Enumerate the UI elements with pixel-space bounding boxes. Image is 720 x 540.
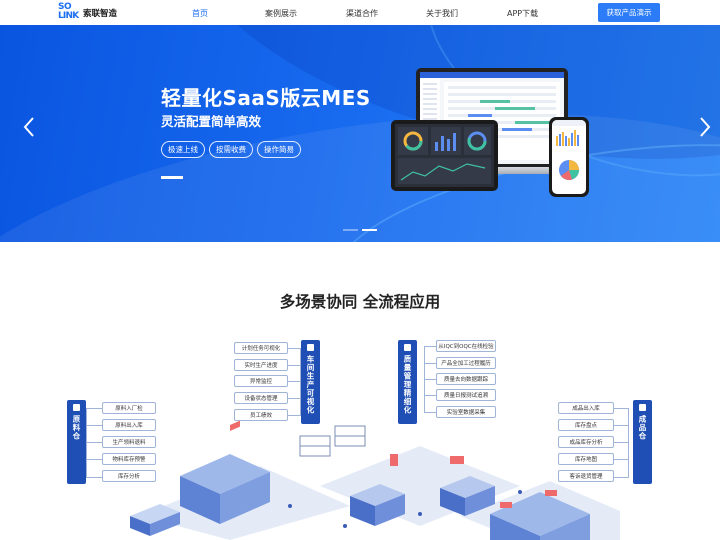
workshop-item: 计划任务可视化 — [234, 342, 288, 354]
section-title: 多场景协同 全流程应用 — [279, 293, 441, 311]
logo-text: 索联智造 — [83, 9, 118, 19]
chevron-right-icon — [700, 117, 711, 137]
hero-tag: 极速上线 — [161, 141, 205, 158]
finished-warehouse-box: 成品仓 — [633, 400, 652, 484]
quality-item: 产品全加工过程履历 — [436, 357, 496, 369]
nav-item-about[interactable]: 关于我们 — [426, 9, 458, 18]
phone-mockup — [549, 117, 589, 197]
workshop-item: 设备状态管理 — [234, 392, 288, 404]
nav-item-channels[interactable]: 渠道合作 — [346, 9, 378, 18]
logo-mark: SO LINK — [58, 2, 80, 22]
connector — [86, 408, 87, 478]
connector — [614, 408, 629, 409]
nav-item-cases[interactable]: 案例展示 — [265, 9, 297, 18]
finished-warehouse-item: 库存地图 — [558, 453, 614, 465]
connector — [424, 363, 436, 364]
raw-warehouse-item: 生产领料退料 — [102, 436, 156, 448]
connector — [86, 408, 102, 409]
warehouse-icon — [73, 404, 80, 411]
hero-underline — [161, 176, 183, 179]
hero-tag: 按需收费 — [209, 141, 253, 158]
quality-box: 质量管理精细化 — [398, 340, 417, 424]
nav-item-home[interactable]: 首页 — [192, 9, 208, 18]
workshop-item: 异常监控 — [234, 375, 288, 387]
logo-mark-bottom: LINK — [58, 11, 79, 21]
raw-warehouse-item: 原料出入库 — [102, 419, 156, 431]
quality-label: 质量管理精细化 — [403, 355, 412, 415]
quality-item: 实验室数据采集 — [436, 406, 496, 418]
hero-subtitle: 灵活配置简单高效 — [161, 114, 262, 129]
connector — [614, 442, 629, 443]
slide-indicators — [343, 229, 377, 231]
chart-icon — [307, 344, 314, 351]
workshop-item: 员工绩效 — [234, 409, 288, 421]
process-diagram: 原料仓 原料入厂检 原料出入库 生产领料退料 物料库存预警 库存分析 计划任务可… — [0, 336, 720, 540]
connector — [614, 425, 629, 426]
workshop-label: 车间生产可视化 — [306, 355, 315, 415]
quality-item: 质量去向数据跟踪 — [436, 373, 496, 385]
box-icon — [639, 404, 646, 411]
connector — [424, 395, 436, 396]
logo[interactable]: SO LINK 索联智造 — [58, 2, 118, 22]
finished-warehouse-item: 客诉退货管理 — [558, 470, 614, 482]
nav-item-app-download[interactable]: APP下载 — [507, 9, 539, 18]
connector — [86, 425, 102, 426]
raw-warehouse-label: 原料仓 — [72, 415, 81, 441]
get-demo-button[interactable]: 获取产品演示 — [598, 3, 660, 22]
tablet-mockup — [391, 120, 498, 191]
connector — [86, 459, 102, 460]
connector — [300, 348, 301, 416]
hero-tag: 操作简易 — [257, 141, 301, 158]
workshop-box: 车间生产可视化 — [301, 340, 320, 424]
shield-icon — [404, 344, 411, 351]
connector — [288, 415, 301, 416]
connector — [288, 365, 301, 366]
hero-banner: 轻量化SaaS版云MES 灵活配置简单高效 极速上线 按需收费 操作简易 — [0, 25, 720, 242]
raw-warehouse-item: 库存分析 — [102, 470, 156, 482]
connector — [628, 408, 629, 478]
connector — [614, 459, 629, 460]
connector — [288, 348, 301, 349]
connector — [424, 412, 436, 413]
connector — [614, 477, 629, 478]
connector — [86, 477, 102, 478]
finished-warehouse-item: 成品出入库 — [558, 402, 614, 414]
raw-warehouse-item: 物料库存预警 — [102, 453, 156, 465]
workshop-item: 实时生产进度 — [234, 359, 288, 371]
quality-item: 质量日报测试追溯 — [436, 389, 496, 401]
finished-warehouse-item: 库存盘点 — [558, 419, 614, 431]
connector — [86, 442, 102, 443]
slide-dot[interactable] — [343, 229, 358, 231]
raw-warehouse-item: 原料入厂检 — [102, 402, 156, 414]
hero-title: 轻量化SaaS版云MES — [161, 86, 371, 110]
factory-illustration — [130, 420, 620, 540]
quality-item: 从IQC到OQC在线检验 — [436, 340, 496, 352]
top-nav: SO LINK 索联智造 首页 案例展示 渠道合作 关于我们 APP下载 获取产… — [0, 0, 720, 25]
banner-next-arrow[interactable] — [698, 116, 712, 138]
connector — [288, 381, 301, 382]
logo-mark-top: SO — [58, 2, 72, 12]
connector — [424, 346, 436, 347]
connector — [424, 379, 436, 380]
finished-warehouse-item: 成品库存分析 — [558, 436, 614, 448]
hero-tags: 极速上线 按需收费 操作简易 — [161, 141, 301, 158]
finished-warehouse-label: 成品仓 — [638, 415, 647, 441]
raw-warehouse-box: 原料仓 — [67, 400, 86, 484]
banner-prev-arrow[interactable] — [22, 116, 36, 138]
slide-dot-active[interactable] — [362, 229, 377, 231]
chevron-left-icon — [23, 117, 34, 137]
connector — [288, 398, 301, 399]
